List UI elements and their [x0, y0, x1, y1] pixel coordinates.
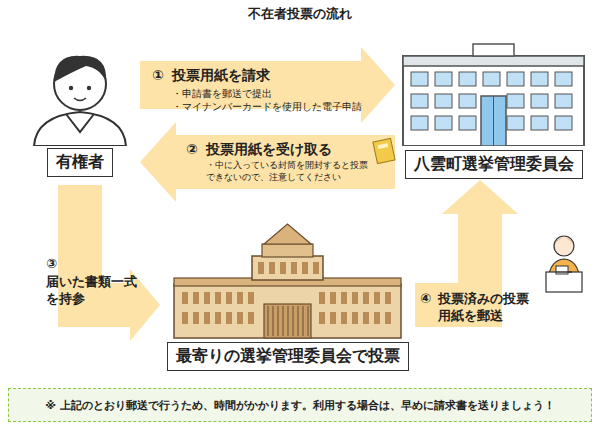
person-illustration: [20, 42, 140, 146]
flow-arrow: [80, 185, 160, 341]
bullet-note: ・中に入っている封筒を開封すると投票できないので、注意してください: [206, 160, 372, 183]
envelope-icon: [372, 138, 402, 164]
node-group: 最寄りの選挙管理委員会で投票: [160, 222, 415, 372]
arrow-band: [175, 135, 395, 189]
voter-icon: [536, 232, 592, 294]
note-box: ※ 上記のとおり郵送で行うため、時間がかかります。利用する場合は、早めに請求書を…: [8, 388, 592, 422]
flow-arrow: [140, 122, 395, 202]
arrow-label: 投票用紙を受け取る: [206, 140, 332, 158]
arrow-label: 届いた書類一式を持参: [46, 274, 146, 308]
bullet-note: ・マイナンバーカードを使用した電子申請: [172, 100, 362, 113]
building-illustration: [395, 40, 592, 146]
note-text: ※ 上記のとおり郵送で行うため、時間がかかります。利用する場合は、早めに請求書を…: [45, 398, 555, 413]
node-label: 八雲町選挙管理委員会: [405, 150, 583, 179]
diagram-title: 不在者投票の流れ: [0, 6, 600, 23]
node-label: 最寄りの選挙管理委員会で投票: [167, 342, 409, 371]
bullet-note: ・申請書を郵送で提出: [172, 87, 272, 100]
callout-number: ①: [152, 66, 164, 84]
arrow-label: 投票済みの投票用紙を郵送: [438, 291, 534, 325]
arrow-head: [361, 47, 395, 123]
callout-number: ②: [186, 140, 198, 158]
callout-number: ④: [420, 291, 431, 308]
node-group: 八雲町選挙管理委員会: [395, 40, 592, 180]
flow-arrow: [415, 180, 518, 305]
node-group: 有権者: [20, 42, 140, 185]
arrow-head: [442, 180, 518, 214]
flow-arrow: [140, 47, 395, 123]
callout-number: ③: [46, 256, 57, 273]
arrow-head: [140, 122, 176, 202]
diet-building-illustration: [160, 222, 415, 340]
arrow-label: 投票用紙を請求: [172, 66, 270, 84]
node-label: 有権者: [47, 148, 113, 177]
